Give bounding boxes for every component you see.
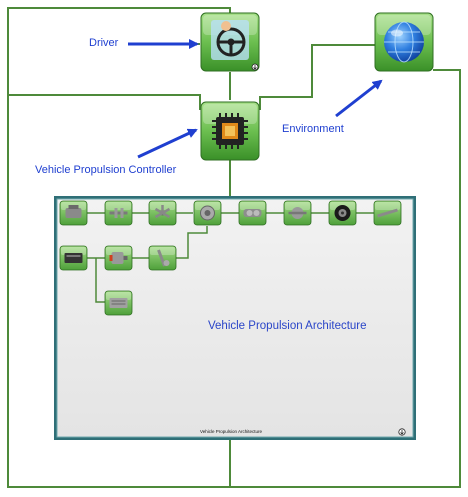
gear-icon [157,249,170,267]
component-block-motor[interactable] [104,245,133,271]
architecture-connections [86,212,374,303]
electric-motor-icon [109,252,128,264]
component-block-battery[interactable] [59,245,88,271]
driver-annotation: Driver [89,37,119,49]
component-block-converter[interactable] [104,290,133,316]
clutch-icon [200,205,215,221]
controller-block[interactable] [200,101,260,161]
environment-block[interactable] [374,12,434,72]
driver-block[interactable] [200,12,260,72]
tire-icon [334,205,351,221]
differential-icon [288,207,307,219]
component-block-wheel[interactable] [328,200,357,226]
component-block-gear[interactable] [148,245,177,271]
controller-arrow [137,128,198,159]
component-block-fan[interactable] [148,200,177,226]
down-arrow-icon[interactable] [251,63,259,71]
architecture-components [59,200,402,316]
component-block-differential[interactable] [283,200,312,226]
architecture-caption: Vehicle Propulsion Architecture [200,429,263,434]
down-arrow-icon[interactable] [398,428,406,436]
power-converter-icon [109,298,128,308]
transmission-icon [243,209,262,217]
architecture-panel[interactable] [54,196,416,440]
component-block-transmission[interactable] [238,200,267,226]
component-block-clutch[interactable] [193,200,222,226]
controller-annotation: Vehicle Propulsion Controller [35,164,177,176]
fan-icon [154,205,171,219]
microchip-icon [212,113,248,149]
environment-annotation: Environment [282,123,344,135]
annotation-arrows [128,39,383,159]
environment-line [259,44,375,110]
crankshaft-icon [109,208,128,218]
battery-icon [64,253,83,263]
architecture-title: Vehicle Propulsion Architecture [208,320,367,332]
environment-arrow [335,79,383,118]
axle-icon [377,208,398,218]
globe-icon [384,21,424,63]
steering-wheel-icon [211,20,249,60]
component-block-engine[interactable] [59,200,88,226]
component-block-axle[interactable] [373,200,402,226]
driver-command-line [8,43,201,110]
engine-icon [65,205,82,218]
component-block-crankshaft[interactable] [104,200,133,226]
